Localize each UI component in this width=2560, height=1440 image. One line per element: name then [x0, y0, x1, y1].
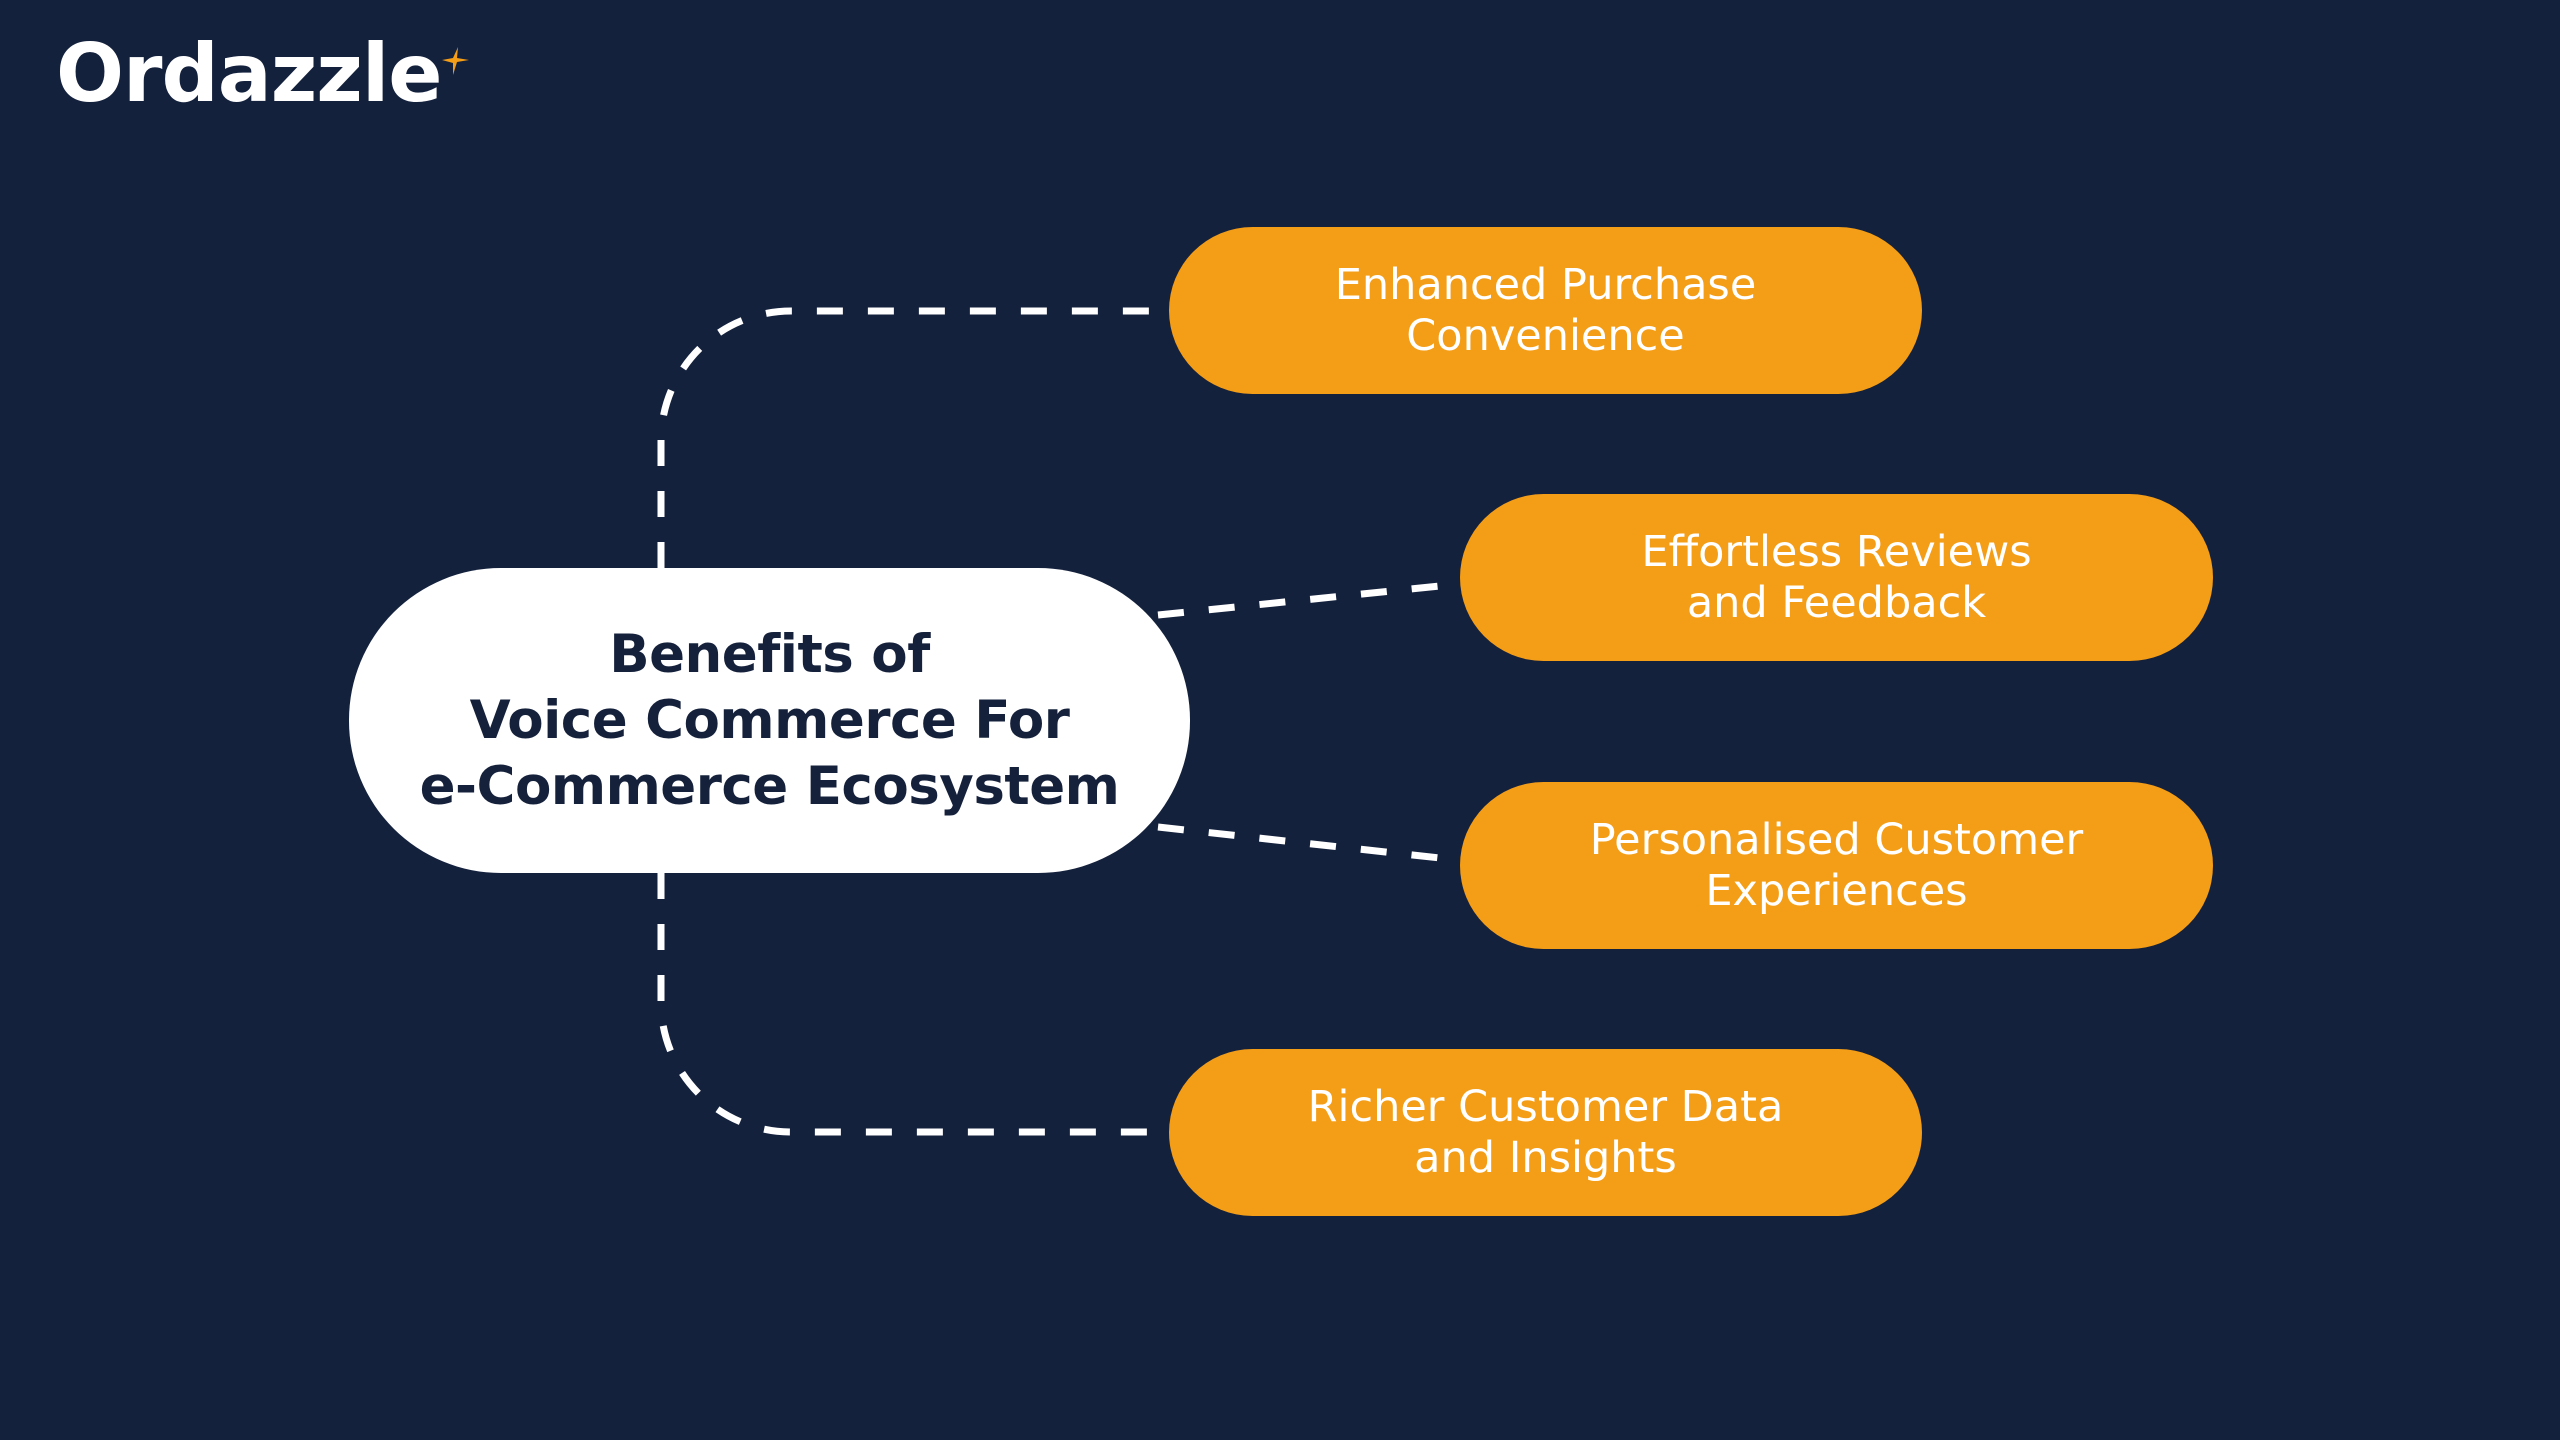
- benefit-node-purchase-convenience: Enhanced Purchase Convenience: [1169, 227, 1922, 394]
- benefit-label-line: Richer Customer Data: [1307, 1081, 1784, 1132]
- connector-to-benefit-1: [657, 307, 1150, 568]
- benefit-label-line: and Feedback: [1686, 577, 1987, 628]
- central-topic-line: Voice Commerce For: [469, 689, 1070, 751]
- benefit-node-reviews-feedback: Effortless Reviews and Feedback: [1460, 494, 2213, 661]
- central-topic-node: Benefits of Voice Commerce For e-Commerc…: [349, 568, 1190, 873]
- benefit-label-line: Effortless Reviews: [1641, 526, 2032, 577]
- benefit-node-customer-data-insights: Richer Customer Data and Insights: [1169, 1049, 1922, 1216]
- connector-to-benefit-3: [1157, 823, 1441, 862]
- benefit-label-line: and Insights: [1414, 1132, 1677, 1183]
- benefit-label-line: Enhanced Purchase: [1334, 259, 1757, 310]
- sparkle-star-icon: [441, 47, 469, 75]
- connector-to-benefit-4: [657, 873, 1150, 1136]
- benefit-label-line: Personalised Customer: [1589, 814, 2084, 865]
- benefit-node-personalised-experiences: Personalised Customer Experiences: [1460, 782, 2213, 949]
- connector-to-benefit-2: [1157, 582, 1441, 619]
- benefit-label: Richer Customer Data and Insights: [1308, 1082, 1784, 1184]
- central-topic-title: Benefits of Voice Commerce For e-Commerc…: [420, 622, 1120, 820]
- benefit-label: Effortless Reviews and Feedback: [1641, 527, 2031, 629]
- benefit-label: Enhanced Purchase Convenience: [1335, 260, 1757, 362]
- brand-logo: Ordazzle: [56, 28, 470, 120]
- benefit-label: Personalised Customer Experiences: [1590, 815, 2083, 917]
- central-topic-line: Benefits of: [609, 623, 930, 685]
- benefit-label-line: Convenience: [1406, 310, 1685, 361]
- benefit-label-line: Experiences: [1705, 865, 1968, 916]
- central-topic-line: e-Commerce Ecosystem: [419, 755, 1120, 817]
- brand-name: Ordazzle: [56, 27, 443, 120]
